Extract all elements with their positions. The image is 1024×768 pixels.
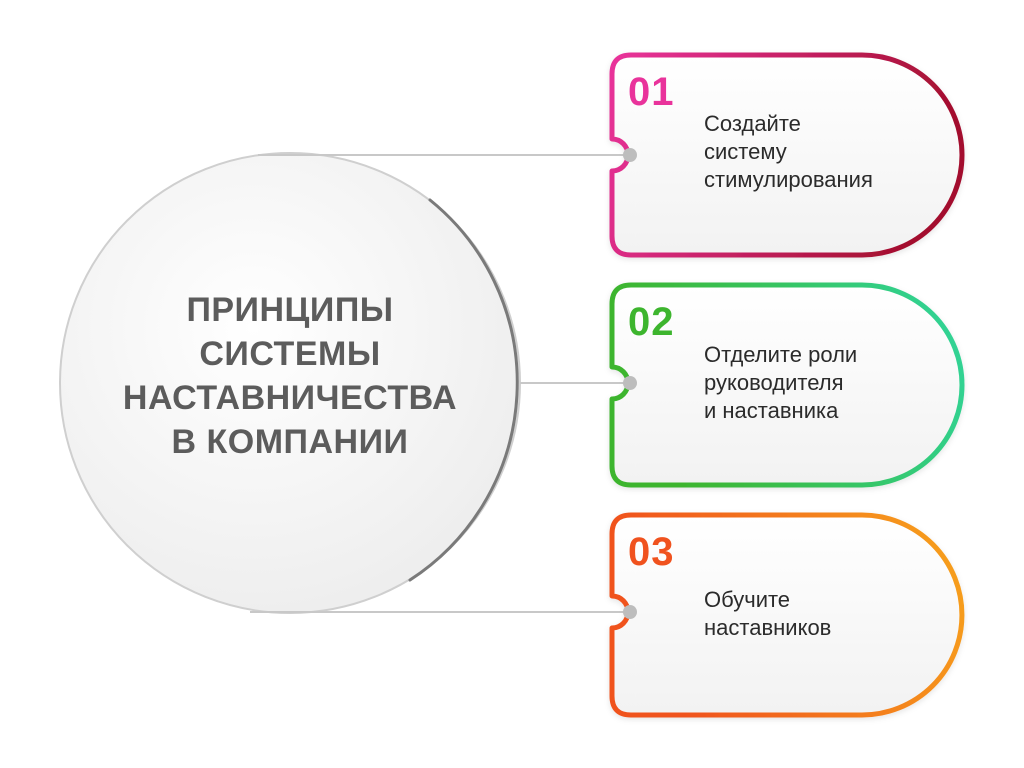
- card-1-text: Создайте систему стимулирования: [704, 110, 873, 194]
- card-1-text-line-3: стимулирования: [704, 167, 873, 192]
- card-2-text: Отделите роли руководителя и наставника: [704, 341, 857, 425]
- center-circle-accent-arc: [408, 198, 519, 582]
- center-title-line-4: В КОМПАНИИ: [171, 423, 409, 461]
- card-2-text-line-3: и наставника: [704, 398, 839, 423]
- card-1-shape: [609, 52, 965, 258]
- card-1-text-line-2: систему: [704, 139, 787, 164]
- card-3-text: Обучите наставников: [704, 586, 831, 642]
- center-title: ПРИНЦИПЫ СИСТЕМЫ НАСТАВНИЧЕСТВА В КОМПАН…: [100, 288, 480, 464]
- center-title-line-2: СИСТЕМЫ: [199, 335, 381, 373]
- card-1: [609, 52, 965, 258]
- card-3-connector-dot: [623, 605, 637, 619]
- card-2-connector-dot: [623, 376, 637, 390]
- card-2-shape: [609, 282, 965, 488]
- center-title-line-3: НАСТАВНИЧЕСТВА: [122, 379, 458, 417]
- card-1-number: 01: [628, 70, 675, 114]
- card-2-text-line-1: Отделите роли: [704, 342, 858, 367]
- center-title-line-1: ПРИНЦИПЫ: [186, 291, 394, 329]
- card-2-number: 02: [628, 300, 675, 344]
- card-3-text-line-1: Обучите: [704, 587, 791, 612]
- card-3-shape: [609, 512, 965, 718]
- card-2: [609, 282, 965, 488]
- card-1-connector-dot: [623, 148, 637, 162]
- card-1-text-line-1: Создайте: [704, 111, 801, 136]
- card-2-text-line-2: руководителя: [704, 370, 844, 395]
- card-3-text-line-2: наставников: [704, 615, 832, 640]
- card-3: [609, 512, 965, 718]
- card-3-number: 03: [628, 530, 675, 574]
